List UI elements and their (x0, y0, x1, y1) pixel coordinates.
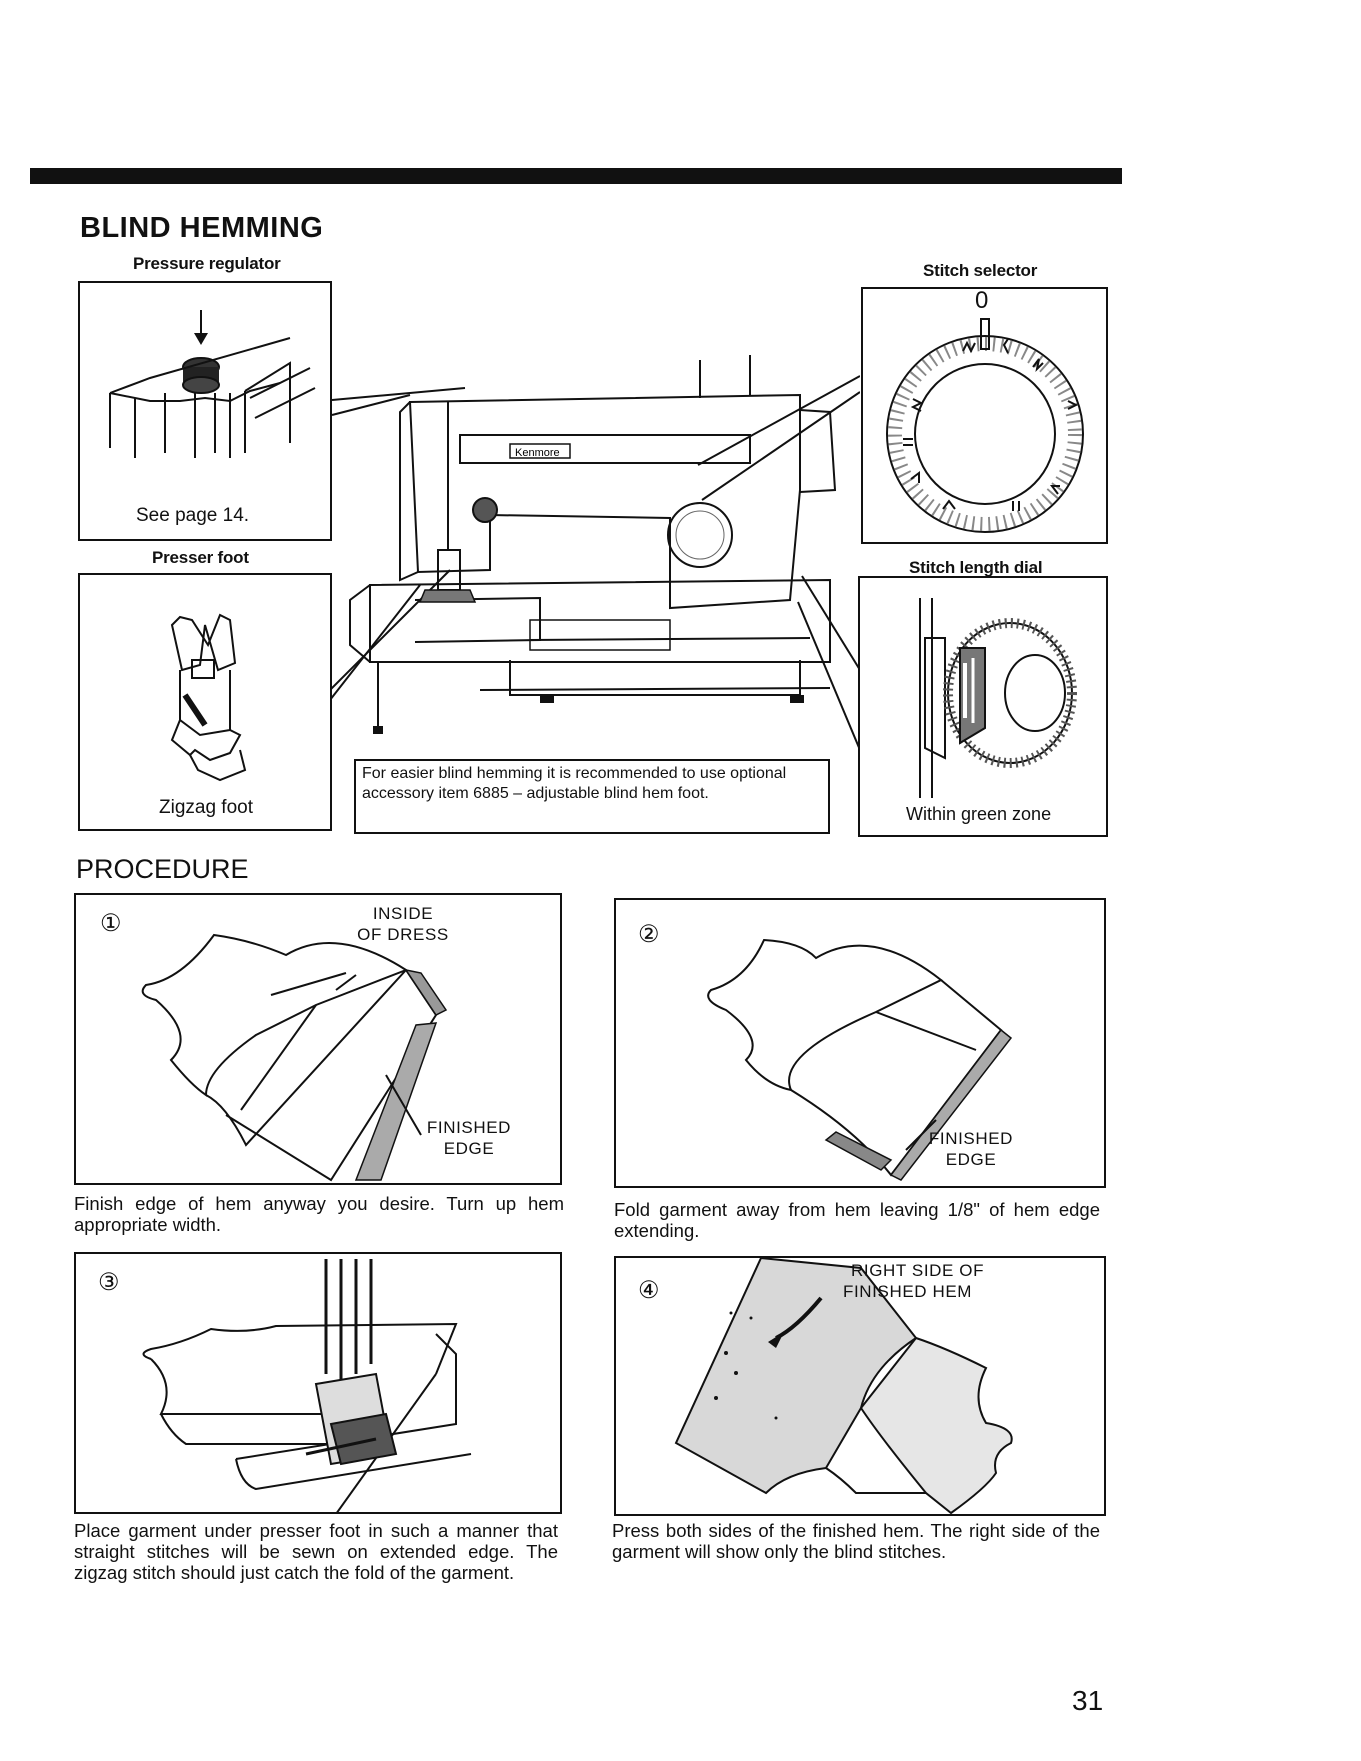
presser-foot-box: Zigzag foot (78, 573, 332, 831)
step-1-number: ① (100, 909, 122, 937)
zigzag-foot-illustration (170, 613, 247, 782)
step-1-illustration (141, 933, 448, 1182)
stitch-selector-label: Stitch selector (923, 261, 1038, 280)
page-number: 31 (1072, 1685, 1104, 1716)
stitch-length-dial-note: Within green zone (906, 804, 1052, 824)
zigzag-foot-label: Zigzag foot (159, 797, 253, 818)
step-1-box: ① INSIDE OF DRESS FINISHED EDGE (74, 893, 562, 1185)
step-3-illustration (142, 1259, 472, 1512)
step-1-callout-inside: INSIDE OF DRESS (357, 904, 449, 944)
step-1-callout-finished-edge: FINISHED EDGE (426, 1118, 512, 1158)
stitch-selector-box: 0 (861, 287, 1108, 544)
step-2-text: Fold garment away from hem leaving 1/8" … (614, 1199, 1100, 1241)
step-3-text: Place garment under presser foot in such… (74, 1520, 558, 1583)
step-2-box: ② FINISHED EDGE (614, 898, 1106, 1188)
step-4-callout-right-side: RIGHT SIDE OF FINISHED HEM (843, 1261, 985, 1301)
accessory-note-box: For easier blind hemming it is recommend… (354, 759, 830, 834)
step-4-text: Press both sides of the finished hem. Th… (612, 1520, 1100, 1562)
step-4-illustration (674, 1258, 1013, 1514)
step-4-number: ④ (638, 1276, 660, 1304)
accessory-note-text: For easier blind hemming it is recommend… (362, 765, 787, 802)
pressure-regulator-illustration (109, 310, 316, 458)
stitch-length-dial-label: Stitch length dial (909, 558, 1043, 577)
section-title: BLIND HEMMING (80, 212, 324, 244)
step-2-number: ② (638, 920, 660, 948)
presser-foot-label: Presser foot (152, 548, 249, 567)
step-2-callout-finished-edge: FINISHED EDGE (928, 1129, 1014, 1169)
stitch-length-dial-box: Within green zone (858, 576, 1108, 837)
header-rule (30, 168, 1122, 184)
stitch-selector-marker: 0 (975, 287, 989, 314)
step-3-number: ③ (98, 1268, 120, 1296)
procedure-title: PROCEDURE (76, 854, 249, 884)
pressure-regulator-note: See page 14. (136, 505, 250, 526)
sewing-machine-illustration: Kenmore (330, 355, 860, 751)
step-3-box: ③ (74, 1252, 562, 1514)
stitch-selector-dial-illustration (886, 318, 1084, 533)
step-2-illustration (707, 938, 1013, 1181)
pressure-regulator-box: See page 14. (78, 281, 332, 541)
pressure-regulator-label: Pressure regulator (133, 254, 281, 273)
step-1-text: Finish edge of hem anyway you desire. Tu… (74, 1193, 564, 1235)
brand-logo: Kenmore (515, 447, 560, 459)
stitch-length-dial-illustration (919, 598, 1077, 798)
step-4-box: ④ RIGHT SIDE OF FINISHED HEM (614, 1256, 1106, 1516)
